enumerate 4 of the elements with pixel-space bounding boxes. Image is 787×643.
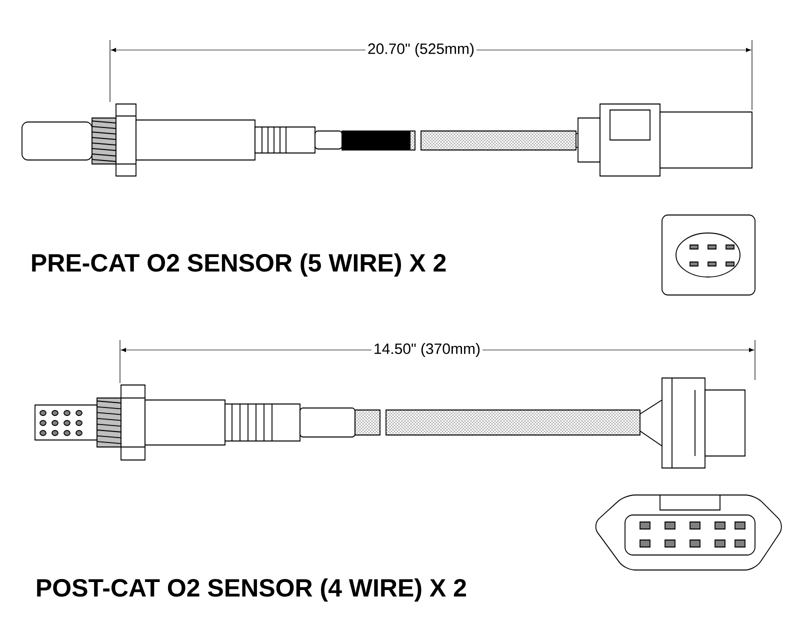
dimension-label: 20.70" (525mm) (365, 41, 477, 59)
dimension-label: 14.50" (370mm) (371, 341, 483, 359)
title: POST-CAT O2 SENSOR (4 WIRE) X 2 (37, 578, 466, 602)
title: PRE-CAT O2 SENSOR (5 WIRE) X 2 (32, 253, 446, 277)
